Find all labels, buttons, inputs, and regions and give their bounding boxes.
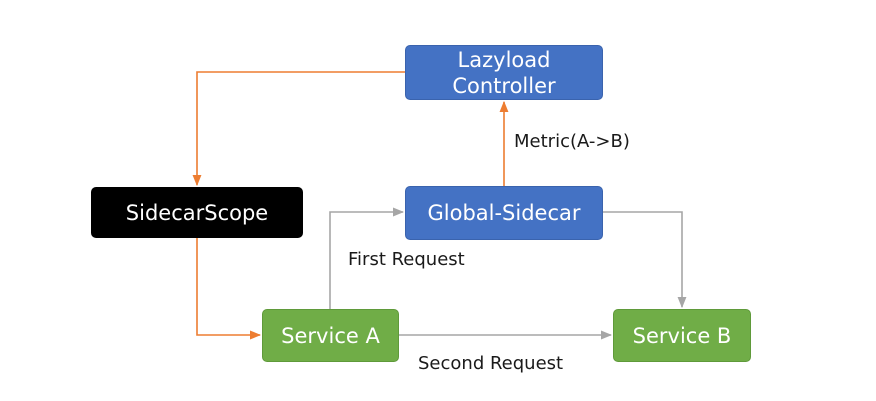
service-b-node: Service B: [613, 309, 751, 362]
edge-scope-to-service-a: [196, 238, 262, 340]
service-a-node: Service A: [262, 309, 399, 362]
sidecar-scope-label: SidecarScope: [125, 200, 269, 225]
first-request-edge-label: First Request: [348, 249, 465, 270]
edge-global-to-service-b: [603, 211, 687, 309]
edge-controller-to-scope: [192, 71, 405, 187]
global-sidecar-node: Global-Sidecar: [405, 186, 603, 240]
service-b-label: Service B: [632, 323, 732, 348]
global-sidecar-label: Global-Sidecar: [427, 201, 581, 225]
edge-service-a-to-global: [329, 207, 405, 309]
lazyload-controller-node: Lazyload Controller: [405, 45, 603, 100]
lazyload-controller-label-line2: Controller: [452, 73, 556, 98]
service-a-label: Service A: [281, 323, 380, 348]
sidecar-scope-node: SidecarScope: [91, 187, 303, 238]
lazyload-controller-label-line1: Lazyload: [457, 47, 551, 72]
second-request-edge-label: Second Request: [418, 353, 564, 374]
metric-edge-label: Metric(A->B): [514, 131, 630, 152]
